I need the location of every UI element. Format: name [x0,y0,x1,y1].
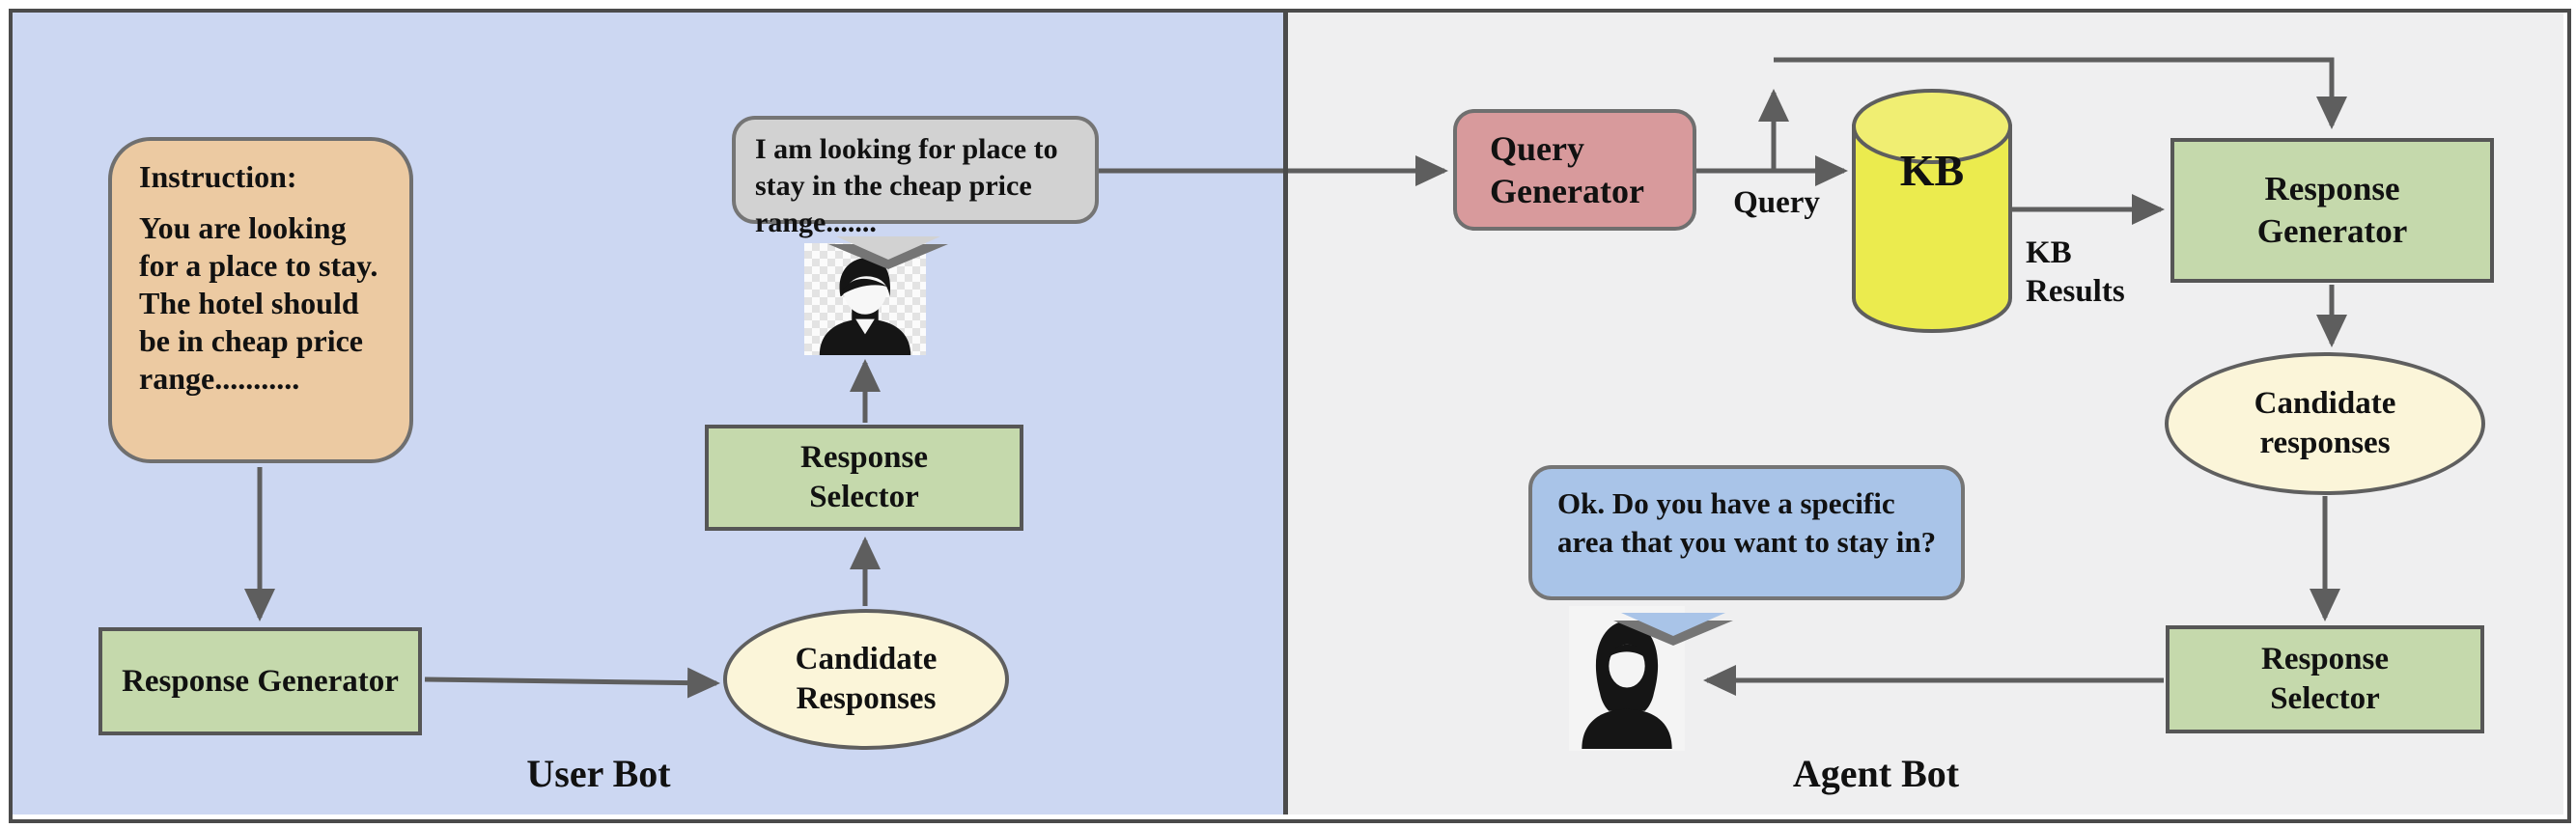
user-response-selector-label: Response Selector [799,440,929,514]
user-response-generator-node: Response Generator [98,627,422,735]
agent-candidate-responses-label: Candidate responses [2254,386,2396,460]
agent-response-generator-node: Response Generator [2170,138,2494,283]
query-generator-label: Query Generator [1490,129,1644,210]
agent-utterance-bubble: Ok. Do you have a specific area that you… [1528,465,1965,646]
agent-candidate-responses-node: Candidate responses [2165,352,2485,495]
agent-response-selector-node: Response Selector [2166,625,2484,733]
user-utterance-bubble: I am looking for place to stay in the ch… [732,116,1099,269]
agent-response-generator-label: Response Generator [2256,170,2408,250]
panel-divider [1283,13,1288,814]
agent-bot-label: Agent Bot [1792,752,1960,795]
query-edge-label: Query [1733,185,1820,220]
arrow-query-bypass-to-response-generator [1774,57,2347,129]
user-bot-label: User Bot [526,752,671,795]
user-response-selector-node: Response Selector [705,425,1023,531]
user-candidate-responses-node: Candidate Responses [723,609,1009,750]
arrow-user-response-generator-to-candidate-responses [424,667,720,699]
kb-label: KB [1899,146,1965,195]
user-response-generator-label: Response Generator [122,663,399,699]
agent-response-selector-label: Response Selector [2260,642,2390,716]
user-utterance-text: I am looking for place to stay in the ch… [755,133,1058,238]
kb-database-icon [1852,89,2012,333]
user-candidate-responses-label: Candidate Responses [795,642,938,716]
kb-results-edge-label: KB Results [2026,235,2125,309]
instruction-title: Instruction: [139,159,297,194]
agent-utterance-text: Ok. Do you have a specific area that you… [1557,486,1937,559]
query-generator-node: Query Generator [1453,109,1696,231]
instruction-body: You are looking for a place to stay. The… [139,210,378,396]
instruction-box: Instruction: You are looking for a place… [108,137,413,463]
